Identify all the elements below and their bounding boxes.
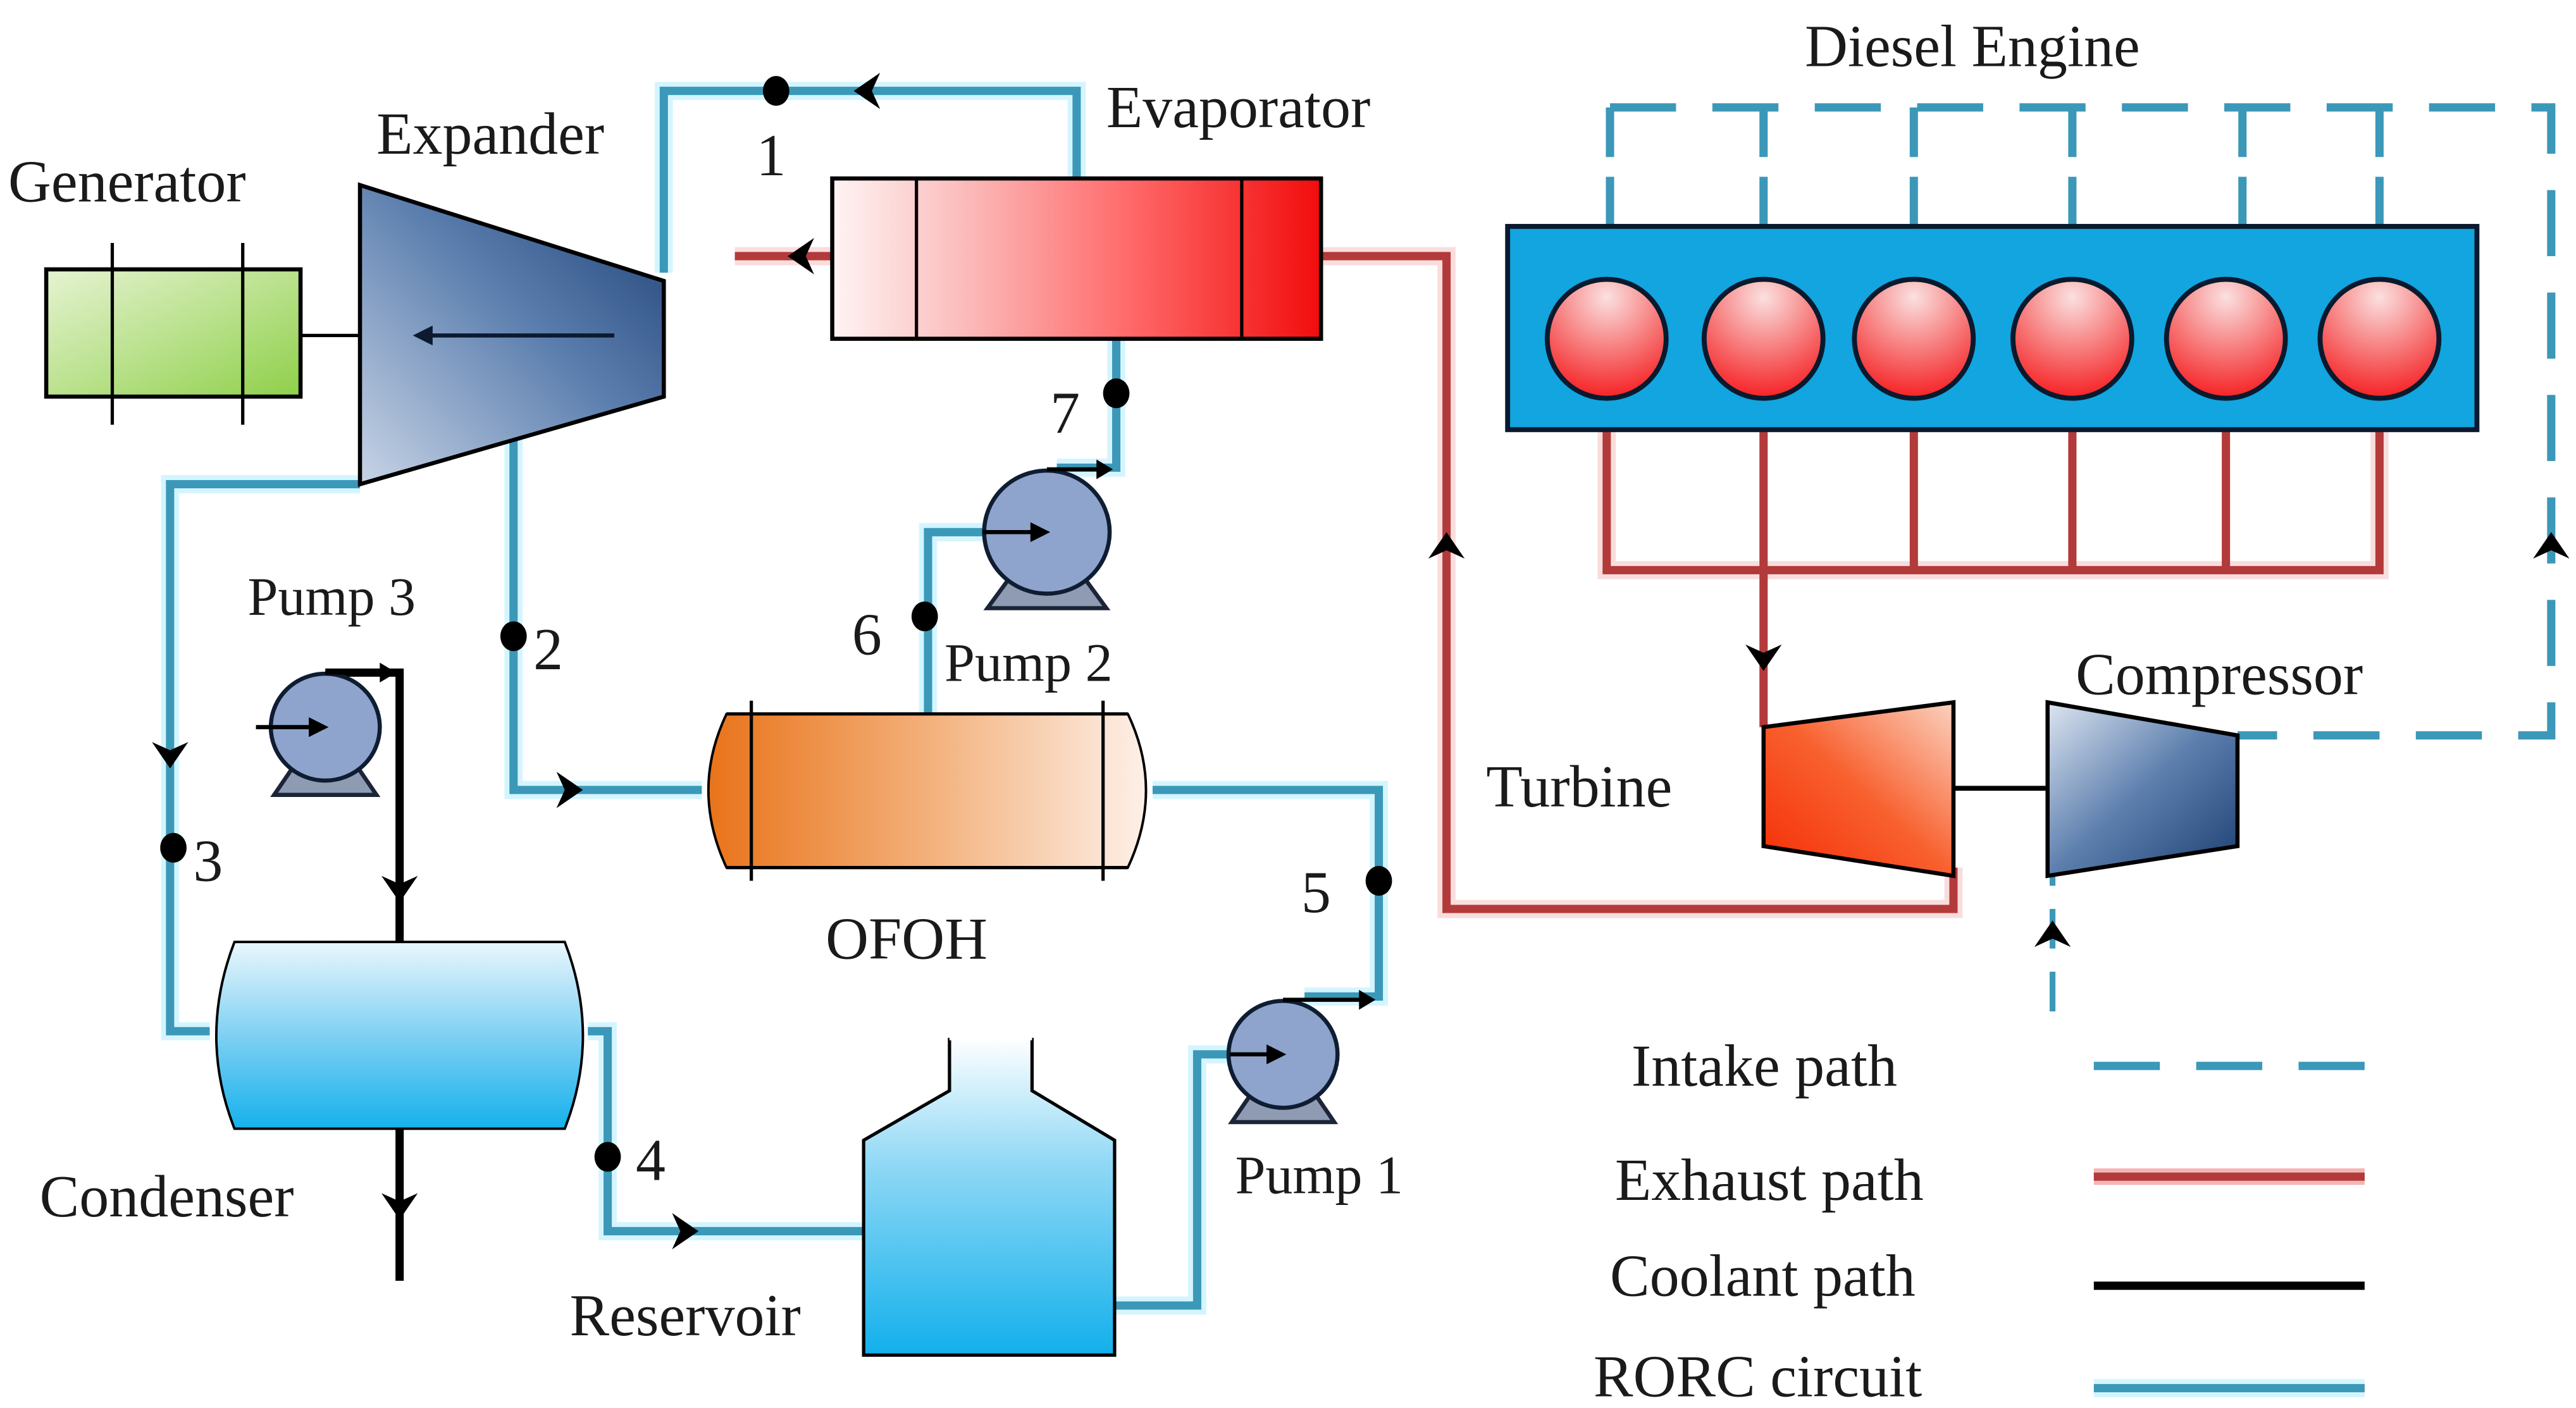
legend-item-intake: Intake path	[1632, 1033, 2365, 1099]
pump1-inlet-arrow-icon	[1266, 1044, 1287, 1065]
state-point-6	[911, 602, 938, 632]
state-point-label-2: 2	[533, 617, 563, 682]
state-point-label-5: 5	[1301, 860, 1331, 925]
state-point-2	[500, 621, 527, 652]
pump3[interactable]	[256, 662, 397, 797]
pumps	[256, 459, 1376, 1125]
diesel-engine[interactable]	[1505, 224, 2480, 433]
ofoh-body	[707, 712, 1148, 869]
intake-manifold-top	[1610, 103, 2556, 740]
condenser-body	[214, 941, 585, 1130]
arrow-coolant-in-down-icon	[381, 875, 418, 903]
rorc-line-expander-to-ofoh	[509, 438, 702, 794]
intake-path-lines	[1606, 103, 2556, 1011]
arrow-exhaust-to-turbine-down-icon	[1745, 644, 1782, 671]
state-point-4	[594, 1142, 621, 1172]
evaporator[interactable]	[830, 176, 1323, 341]
legend-item-rorc: RORC circuit	[1594, 1344, 2365, 1408]
rorc-line-pump1-to-ofoh	[1152, 786, 1384, 1001]
rorc-line-reservoir-to-pump1	[1114, 1050, 1230, 1310]
generator-label: Generator	[8, 149, 246, 215]
legend-item-exhaust: Exhaust path	[1615, 1147, 2365, 1213]
condenser[interactable]	[214, 941, 585, 1130]
ofoh-label: OFOH	[826, 906, 988, 972]
pump3-inlet-arrow-icon	[309, 717, 329, 738]
legend-label-intake: Intake path	[1632, 1033, 1897, 1099]
pump2[interactable]	[982, 459, 1113, 610]
legend: Intake path Exhaust path Coolant path RO…	[1594, 1033, 2365, 1408]
pump2-outlet-arrow-icon	[1096, 459, 1113, 479]
arrow-coolant-out-down-icon	[381, 1193, 418, 1220]
legend-label-coolant: Coolant path	[1610, 1243, 1916, 1309]
legend-label-exhaust: Exhaust path	[1615, 1147, 1924, 1213]
cylinder-5	[2164, 276, 2288, 401]
state-point-label-3: 3	[193, 829, 223, 894]
cylinder-2	[1701, 276, 1826, 401]
pump3-outlet-arrow-icon	[380, 662, 397, 683]
cylinder-4	[2010, 276, 2134, 401]
exhaust-line-turbine-to-evaporator	[1321, 252, 1958, 913]
arrow-exhaust-up-icon	[1428, 532, 1465, 559]
rorc-line-condenser-to-reservoir	[588, 1027, 864, 1235]
flow-arrows	[152, 72, 2570, 1250]
turbocharger[interactable]	[1761, 700, 2240, 879]
state-point-3	[160, 832, 187, 863]
condenser-label: Condenser	[40, 1164, 294, 1230]
arrow-intake-compressor-up-icon	[2034, 920, 2071, 948]
pump3-label: Pump 3	[248, 566, 416, 627]
expander[interactable]	[357, 182, 666, 487]
arrow-to-reservoir-right-icon	[672, 1213, 699, 1250]
engine-block	[1505, 224, 2480, 433]
pump2-label: Pump 2	[944, 632, 1113, 693]
pump1[interactable]	[1226, 989, 1376, 1125]
arrow-state1-left-icon	[853, 72, 881, 109]
pump1-outlet-arrow-icon	[1359, 989, 1376, 1010]
intake-runners	[1606, 107, 2384, 226]
generator-body	[44, 267, 303, 399]
arrow-intake-up-icon	[2533, 532, 2570, 559]
turbine-body	[1761, 700, 1956, 879]
state-point-1	[762, 76, 790, 106]
state-point-7	[1103, 378, 1130, 409]
legend-label-rorc: RORC circuit	[1594, 1344, 1922, 1408]
pump1-label: Pump 1	[1235, 1144, 1403, 1205]
rorc-line-ofoh-to-pump2	[924, 528, 991, 714]
cylinders	[1544, 276, 2442, 401]
state-points	[160, 76, 1392, 1172]
exhaust-manifold	[1602, 380, 2384, 574]
evaporator-body	[830, 176, 1323, 341]
reservoir[interactable]	[862, 1035, 1117, 1357]
arrow-to-ofoh-right-icon	[556, 772, 583, 808]
exhaust-path-lines	[734, 247, 2389, 918]
pump2-inlet-arrow-icon	[1030, 522, 1051, 542]
expander-label: Expander	[376, 101, 604, 167]
arrow-exhaust-out-left-icon	[788, 238, 814, 275]
evaporator-label: Evaporator	[1106, 75, 1370, 140]
cylinder-6	[2317, 276, 2442, 401]
compressor-label: Compressor	[2076, 641, 2363, 707]
generator[interactable]	[44, 243, 361, 425]
cylinder-3	[1852, 276, 1976, 401]
state-point-label-4: 4	[636, 1127, 666, 1193]
rorc-circuit-lines	[161, 82, 1388, 1315]
cylinder-1	[1544, 276, 1669, 401]
arrow-to-condenser-down-icon	[152, 742, 189, 769]
state-point-5	[1365, 866, 1392, 896]
state-point-label-7: 7	[1050, 380, 1080, 446]
reservoir-label: Reservoir	[570, 1283, 801, 1349]
state-point-label-1: 1	[756, 123, 786, 188]
compressor-body	[2045, 700, 2240, 879]
legend-item-coolant: Coolant path	[1610, 1243, 2365, 1309]
turbine-label: Turbine	[1486, 754, 1672, 820]
ofoh[interactable]	[707, 700, 1148, 881]
state-point-label-6: 6	[852, 602, 882, 668]
diesel-engine-label: Diesel Engine	[1805, 13, 2140, 79]
reservoir-body	[862, 1037, 1117, 1357]
